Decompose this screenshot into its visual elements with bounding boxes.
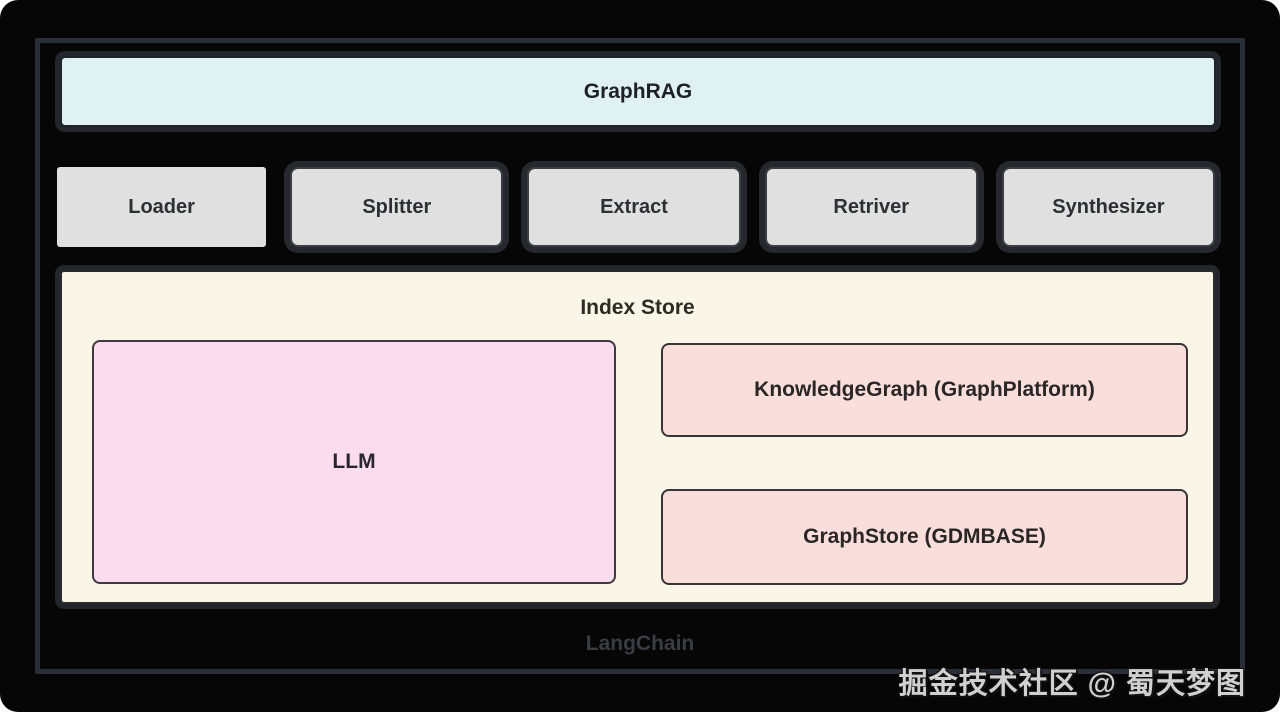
component-label: Retriver	[833, 195, 910, 218]
component-label: Loader	[128, 195, 195, 218]
langchain-frame	[35, 38, 1245, 674]
knowledge-graph-label: KnowledgeGraph (GraphPlatform)	[754, 378, 1095, 401]
component-box-loader: Loader	[57, 167, 267, 247]
llm-label: LLM	[332, 450, 376, 473]
llm-box: LLM	[92, 340, 616, 584]
component-row: Loader Splitter Extract Retriver Synthes…	[57, 167, 1216, 247]
knowledge-graph-box: KnowledgeGraph (GraphPlatform)	[661, 343, 1188, 437]
component-box-splitter: Splitter	[290, 167, 504, 247]
graph-store-box: GraphStore (GDMBASE)	[661, 489, 1188, 585]
langchain-container-label: LangChain	[585, 632, 695, 655]
index-store-title: Index Store	[580, 296, 695, 319]
component-label: Splitter	[362, 195, 432, 218]
component-box-retriver: Retriver	[764, 167, 978, 247]
component-label: Synthesizer	[1052, 195, 1165, 218]
graph-store-label: GraphStore (GDMBASE)	[803, 525, 1046, 548]
component-box-extract: Extract	[527, 167, 741, 247]
graphrag-label: GraphRAG	[583, 79, 693, 103]
watermark-text: 掘金技术社区 @ 蜀天梦图	[898, 668, 1246, 700]
component-box-synthesizer: Synthesizer	[1001, 167, 1216, 247]
index-store-box: Index Store LLM KnowledgeGraph (GraphPla…	[60, 270, 1215, 604]
graphrag-box: GraphRAG	[60, 56, 1216, 127]
component-label: Extract	[600, 195, 668, 218]
